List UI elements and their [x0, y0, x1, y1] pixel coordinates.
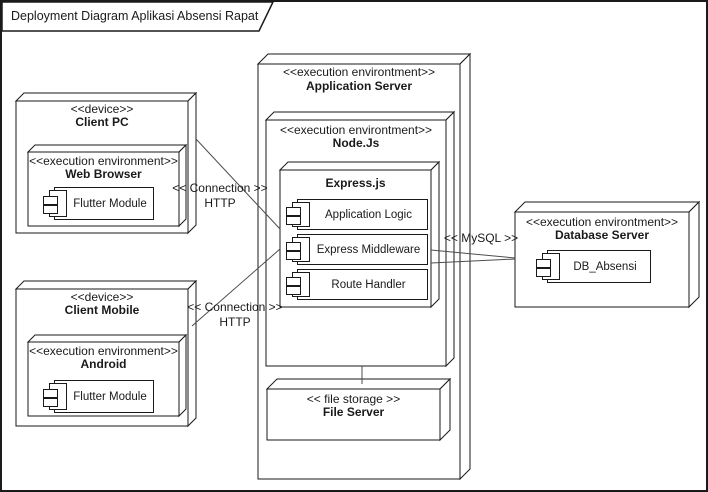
- express-middleware-component: Express Middleware: [286, 234, 428, 265]
- nodejs-name: Node.Js: [332, 136, 380, 150]
- connection-stereotype: << Connection >>: [172, 181, 268, 195]
- component-tab-icon: [43, 195, 58, 205]
- component-tab-icon: [43, 205, 58, 214]
- component-tab-icon: [43, 398, 58, 407]
- component-label: Flutter Module: [73, 390, 147, 403]
- client-mobile-name: Client Mobile: [64, 303, 140, 317]
- flutter-module-android-component: Flutter Module: [43, 380, 154, 413]
- component-icon: [286, 202, 310, 227]
- application-server-stereotype: <<execution environtment>>: [282, 65, 436, 79]
- edge-clientpc-express: [195, 138, 281, 230]
- connection-mysql-label: << MySQL >>: [421, 231, 541, 246]
- connection-protocol: HTTP: [219, 315, 251, 329]
- component-label: Flutter Module: [73, 197, 147, 210]
- connection-pc-http-label: << Connection >> HTTP: [160, 181, 280, 211]
- application-server-name: Application Server: [305, 79, 413, 93]
- component-tab-icon: [286, 277, 301, 287]
- connection-mobile-http-label: << Connection >> HTTP: [175, 300, 295, 330]
- component-icon: [286, 272, 310, 297]
- db-absensi-component: DB_Absensi: [536, 250, 651, 283]
- client-pc-name: Client PC: [75, 115, 129, 129]
- file-server-name: File Server: [322, 405, 385, 419]
- expressjs-name: Express.js: [325, 176, 386, 190]
- component-label: DB_Absensi: [573, 260, 637, 273]
- component-label: Express Middleware: [316, 243, 421, 256]
- component-tab-icon: [286, 250, 301, 260]
- connection-protocol: HTTP: [204, 196, 236, 210]
- route-handler-component: Route Handler: [286, 269, 428, 300]
- web-browser-name: Web Browser: [65, 167, 142, 181]
- database-server-stereotype: <<execution environtment>>: [525, 215, 679, 229]
- flutter-module-webbrowser-component: Flutter Module: [43, 187, 154, 220]
- component-tab-icon: [286, 215, 301, 225]
- android-stereotype: <<execution environment>>: [29, 344, 178, 358]
- component-tab-icon: [43, 388, 58, 398]
- component-tab-icon: [536, 258, 551, 268]
- client-mobile-stereotype: <<device>>: [70, 290, 134, 304]
- edge-clientmobile-express: [191, 248, 281, 327]
- nodejs-stereotype: <<execution environtment>>: [279, 123, 433, 137]
- database-server-name: Database Server: [554, 228, 650, 242]
- connection-stereotype: << Connection >>: [187, 300, 283, 314]
- edge-express-db-2: [430, 258, 516, 264]
- android-name: Android: [80, 357, 127, 371]
- application-logic-component: Application Logic: [286, 199, 428, 230]
- web-browser-stereotype: <<execution environment>>: [29, 154, 178, 168]
- component-tab-icon: [286, 285, 301, 295]
- component-tab-icon: [286, 242, 301, 252]
- component-tab-icon: [286, 207, 301, 217]
- component-label: Application Logic: [325, 208, 412, 221]
- file-server-node: [265, 377, 452, 442]
- component-tab-icon: [536, 268, 551, 277]
- diagram-title: Deployment Diagram Aplikasi Absensi Rapa…: [11, 9, 259, 23]
- component-icon: [43, 383, 67, 410]
- file-server-stereotype: << file storage >>: [306, 392, 401, 406]
- component-label: Route Handler: [331, 278, 406, 291]
- component-icon: [536, 253, 560, 280]
- frame-title-tab: [2, 2, 274, 32]
- client-pc-stereotype: <<device>>: [70, 102, 134, 116]
- edge-express-db-1: [430, 249, 516, 259]
- component-icon: [43, 190, 67, 217]
- connection-stereotype: << MySQL >>: [443, 231, 519, 245]
- component-icon: [286, 237, 310, 262]
